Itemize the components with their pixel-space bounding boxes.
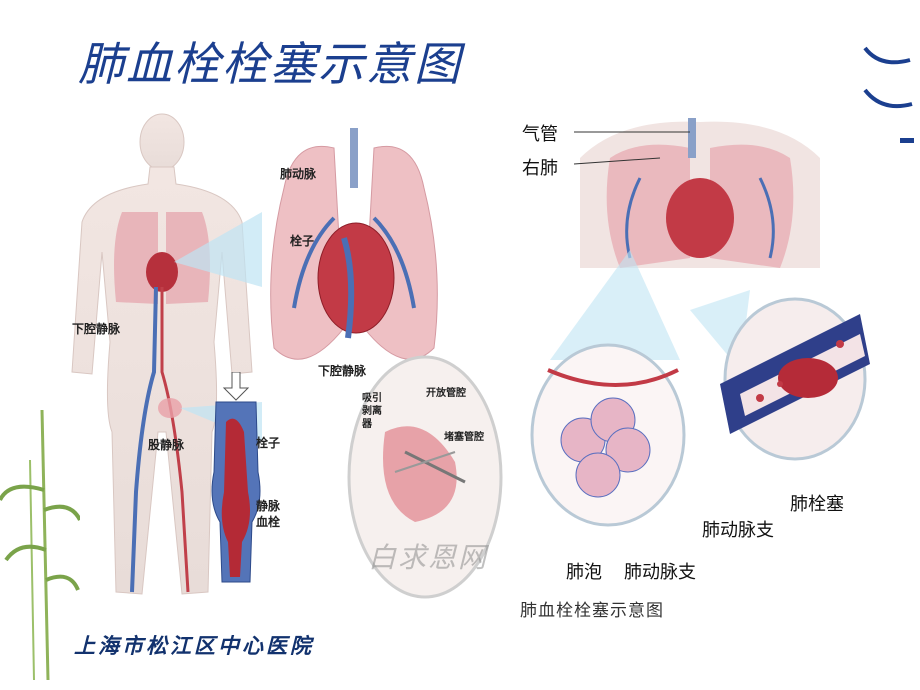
hospital-name-footer: 上海市松江区中心医院 (74, 633, 314, 658)
label-venous-thrombus: 静脉血栓 (256, 499, 281, 529)
bamboo-decoration (0, 409, 80, 681)
chest-lungs-figure (580, 118, 820, 268)
label-ivc: 下腔静脉 (72, 322, 121, 336)
label-blocked-lumen: 堵塞管腔 (444, 432, 484, 443)
lungs-heart-figure (270, 128, 438, 360)
label-pulmonary-embolism: 肺栓塞 (790, 494, 844, 515)
label-open-lumen: 开放管腔 (426, 388, 466, 399)
label-pulmonary-artery: 肺动脉 (280, 167, 317, 181)
label-embolus: 栓子 (290, 234, 315, 248)
label-ivc-lung: 下腔静脉 (318, 364, 367, 378)
label-right-lung: 右肺 (522, 158, 558, 179)
label-pa-branch-1: 肺动脉支 (624, 562, 696, 583)
watermark: 白求恩网 (368, 541, 489, 574)
pointer-lines (573, 131, 690, 165)
label-suction-dissector: 吸引剥离器 (362, 393, 382, 430)
label-femoral-vein: 股静脉 (148, 438, 185, 452)
alveoli-circle-figure (530, 343, 686, 527)
label-pa-branch-2: 肺动脉支 (702, 520, 774, 541)
page-title: 肺血栓栓塞示意图 (78, 37, 462, 91)
decorative-swirl-icon (863, 46, 914, 143)
embolus-circle-figure (720, 297, 870, 461)
surgery-circle-figure (347, 355, 503, 599)
figure-caption: 肺血栓栓塞示意图 (520, 601, 664, 621)
label-embolus-vein: 栓子 (256, 436, 281, 450)
label-alveoli: 肺泡 (566, 562, 602, 583)
label-trachea: 气管 (522, 124, 558, 145)
vein-thrombus-figure (211, 372, 261, 583)
